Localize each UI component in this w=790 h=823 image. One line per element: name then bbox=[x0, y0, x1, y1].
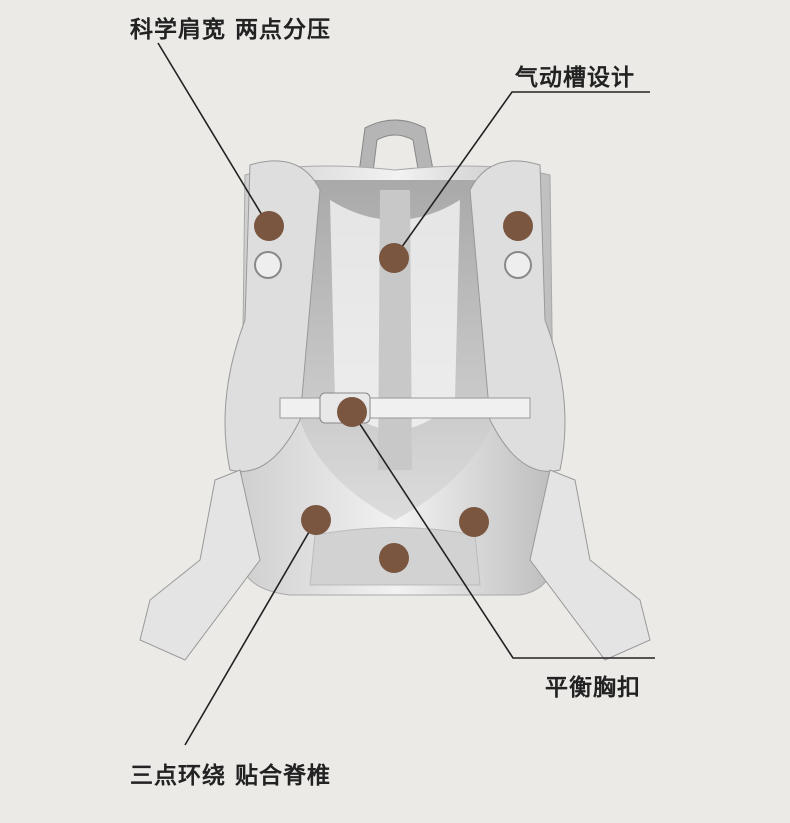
pressure-point-dot bbox=[301, 505, 331, 535]
pressure-point-dot bbox=[254, 211, 284, 241]
airflow-callout-label: 气动槽设计 bbox=[515, 65, 635, 91]
shoulder-callout-label: 科学肩宽 两点分压 bbox=[130, 17, 332, 43]
pressure-point-dot bbox=[459, 507, 489, 537]
chest-callout-line bbox=[351, 411, 655, 659]
airflow-callout-line bbox=[393, 91, 650, 259]
right-shoulder-strap bbox=[469, 160, 566, 472]
spine-callout-label: 三点环绕 贴合脊椎 bbox=[130, 763, 332, 789]
pressure-point-dot bbox=[379, 243, 409, 273]
shoulder-callout-line bbox=[157, 42, 269, 226]
left-lower-strap bbox=[139, 469, 261, 661]
left-shoulder-strap bbox=[224, 160, 321, 472]
spine-callout-line bbox=[184, 519, 317, 746]
right-ring-icon bbox=[504, 251, 532, 279]
pressure-point-dot bbox=[503, 211, 533, 241]
right-lower-strap bbox=[529, 469, 651, 661]
chest-strap bbox=[279, 397, 531, 419]
chest-buckle-callout-label: 平衡胸扣 bbox=[545, 675, 641, 701]
pressure-point-dot bbox=[379, 543, 409, 573]
left-ring-icon bbox=[254, 251, 282, 279]
pressure-point-dot bbox=[337, 397, 367, 427]
